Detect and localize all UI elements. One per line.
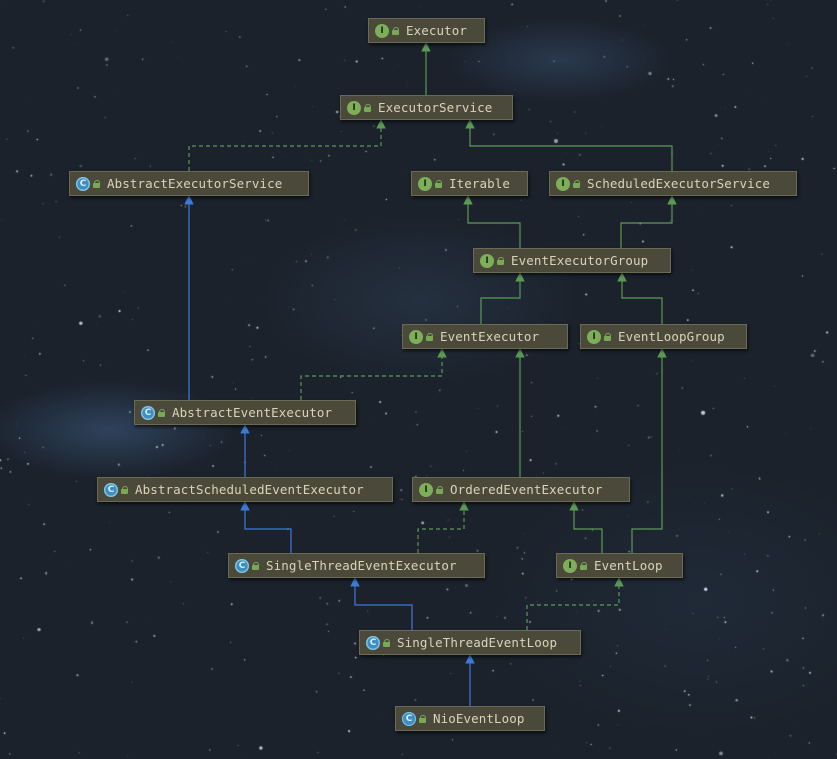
abstract-class-icon: C: [104, 482, 118, 497]
interface-icon: I: [375, 23, 389, 38]
interface-icon: I: [409, 329, 423, 344]
node-iterable[interactable]: I Iterable: [411, 171, 528, 196]
public-visibility-icon: [426, 332, 434, 341]
edge-abstract-event-executor-to-event-executor: [300, 348, 447, 400]
public-visibility-icon: [93, 179, 101, 188]
node-single-thread-event-loop[interactable]: C SingleThreadEventLoop: [359, 630, 581, 655]
node-label: EventLoopGroup: [618, 329, 725, 344]
interface-icon: I: [347, 100, 361, 115]
node-abstract-event-executor[interactable]: C AbstractEventExecutor: [134, 400, 356, 425]
abstract-class-icon: C: [76, 176, 90, 191]
interface-icon: I: [418, 176, 432, 191]
edge-single-thread-event-executor-to-abstract-scheduled-event-executor: [240, 501, 292, 553]
abstract-class-icon: C: [235, 558, 249, 573]
node-label: SingleThreadEventLoop: [397, 635, 558, 650]
edge-event-executor-to-event-executor-group: [480, 272, 525, 324]
public-visibility-icon: [383, 638, 391, 647]
node-ordered-event-executor[interactable]: I OrderedEventExecutor: [412, 477, 630, 502]
abstract-class-icon: C: [141, 405, 155, 420]
public-visibility-icon: [580, 561, 588, 570]
interface-icon: I: [419, 482, 433, 497]
public-visibility-icon: [158, 408, 166, 417]
edge-event-loop-to-event-loop-group: [631, 348, 667, 553]
node-abstract-executor-service[interactable]: C AbstractExecutorService: [69, 171, 309, 196]
edge-event-executor-group-to-scheduled-executor-service: [620, 195, 677, 248]
node-event-executor[interactable]: I EventExecutor: [402, 324, 568, 349]
interface-icon: I: [587, 329, 601, 344]
edge-abstract-executor-service-to-executor-service: [188, 119, 386, 171]
public-visibility-icon: [419, 714, 427, 723]
node-label: EventExecutor: [440, 329, 540, 344]
public-visibility-icon: [364, 103, 372, 112]
node-label: OrderedEventExecutor: [450, 482, 603, 497]
public-visibility-icon: [392, 26, 400, 35]
node-event-loop-group[interactable]: I EventLoopGroup: [580, 324, 747, 349]
edge-event-executor-group-to-iterable: [463, 195, 521, 248]
public-visibility-icon: [435, 179, 443, 188]
node-label: AbstractEventExecutor: [172, 405, 333, 420]
node-event-executor-group[interactable]: I EventExecutorGroup: [473, 248, 671, 273]
node-scheduled-executor-service[interactable]: I ScheduledExecutorService: [549, 171, 797, 196]
node-label: NioEventLoop: [433, 711, 525, 726]
public-visibility-icon: [121, 485, 129, 494]
abstract-class-icon: C: [366, 635, 380, 650]
node-label: Executor: [406, 23, 468, 38]
interface-icon: I: [480, 253, 494, 268]
edge-scheduled-executor-service-to-executor-service: [465, 119, 673, 171]
public-visibility-icon: [497, 256, 505, 265]
node-label: SingleThreadEventExecutor: [266, 558, 457, 573]
node-nio-event-loop[interactable]: C NioEventLoop: [395, 706, 545, 731]
node-label: ExecutorService: [378, 100, 493, 115]
node-label: Iterable: [449, 176, 511, 191]
edge-single-thread-event-loop-to-single-thread-event-executor: [350, 577, 413, 630]
edge-single-thread-event-loop-to-event-loop: [526, 577, 624, 630]
node-label: AbstractExecutorService: [107, 176, 283, 191]
node-executor[interactable]: I Executor: [368, 18, 485, 43]
interface-icon: I: [563, 558, 577, 573]
node-single-thread-event-executor[interactable]: C SingleThreadEventExecutor: [228, 553, 485, 578]
node-label: EventExecutorGroup: [511, 253, 649, 268]
node-executor-service[interactable]: I ExecutorService: [340, 95, 513, 120]
edge-event-loop-to-ordered-event-executor: [569, 501, 603, 553]
node-label: EventLoop: [594, 558, 663, 573]
class-icon: C: [402, 711, 416, 726]
public-visibility-icon: [436, 485, 444, 494]
node-abstract-scheduled-event-executor[interactable]: C AbstractScheduledEventExecutor: [97, 477, 393, 502]
public-visibility-icon: [252, 561, 260, 570]
edge-single-thread-event-executor-to-ordered-event-executor: [417, 501, 469, 553]
node-label: AbstractScheduledEventExecutor: [135, 482, 364, 497]
node-label: ScheduledExecutorService: [587, 176, 771, 191]
interface-icon: I: [556, 176, 570, 191]
edge-event-loop-group-to-event-executor-group: [617, 272, 663, 324]
public-visibility-icon: [573, 179, 581, 188]
public-visibility-icon: [604, 332, 612, 341]
node-event-loop[interactable]: I EventLoop: [556, 553, 683, 578]
